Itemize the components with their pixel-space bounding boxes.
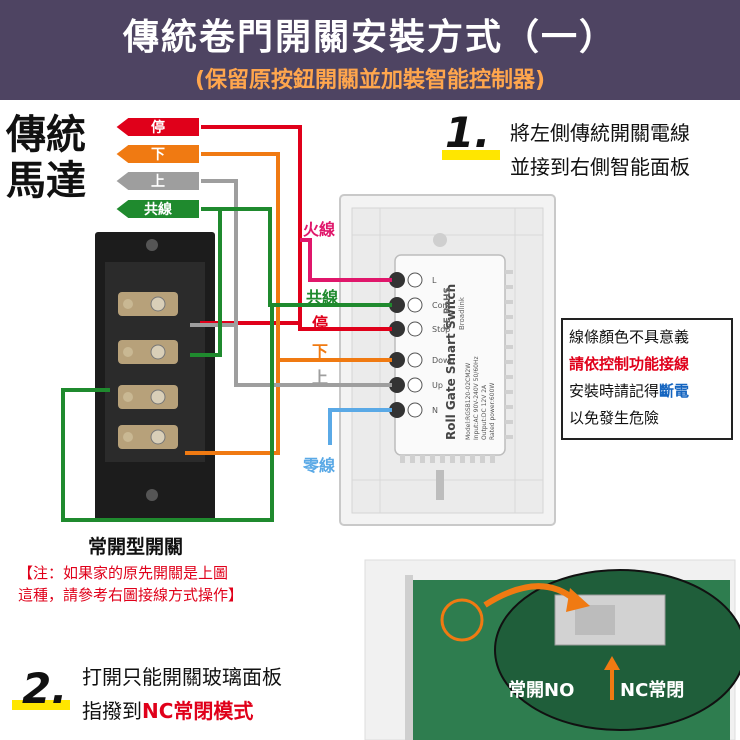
wire-tag-2: 上 <box>113 170 201 192</box>
warning-line3: 安裝時請記得斷電 <box>569 378 725 405</box>
step1-highlight <box>442 150 500 160</box>
motor-title: 傳統 馬達 <box>6 112 98 204</box>
wire-tag-arrow <box>113 170 201 192</box>
wire-tag-label: 下 <box>151 147 165 163</box>
note-line2: 這種，請參考右圖接線方式操作】 <box>18 586 244 604</box>
wire-tag-arrow <box>113 198 201 220</box>
label-up: 上 <box>312 368 329 387</box>
motor-title-line2: 馬達 <box>6 158 86 204</box>
module-input: Input:AC 90V-240V 50/60Hz <box>473 356 480 440</box>
switch-highlight-circle <box>440 598 484 642</box>
terminal-label: Up <box>432 381 443 390</box>
terminal-badge <box>407 402 423 418</box>
warning-line4: 以免發生危險 <box>569 409 660 427</box>
module-rated: Rated power:600W <box>489 383 496 440</box>
step2-number: 2. <box>22 664 68 713</box>
page-subtitle: (保留原按鈕開關並加裝智能控制器) <box>194 68 546 93</box>
terminal-label: Com <box>432 301 450 310</box>
terminal-screw-l <box>389 272 405 288</box>
pcb-label-no: 常開NO <box>508 680 575 701</box>
pcb-label-nc: NC常閉 <box>620 680 685 701</box>
zoom-arrow <box>483 583 577 608</box>
warning-line1: 線條顏色不具意義 <box>569 328 690 346</box>
terminal-screw-n <box>389 402 405 418</box>
switch-caption: 常開型開關 <box>88 536 184 558</box>
wire-tag-label: 上 <box>151 174 165 190</box>
wire-live <box>300 238 392 282</box>
traditional-switch <box>95 232 215 522</box>
step2-nc-mode: NC常閉模式 <box>142 699 254 723</box>
module-name: Roll Gate Smart Switch <box>444 284 458 440</box>
wire-up <box>195 179 392 387</box>
terminal-label: Down <box>432 356 455 365</box>
terminal-label: Stop <box>432 325 450 334</box>
terminal-badge <box>407 352 423 368</box>
wire-tag-arrow <box>113 116 201 138</box>
wire-stop <box>195 125 392 331</box>
label-down: 下 <box>312 342 329 361</box>
wire-tag-3: 共線 <box>113 198 201 220</box>
step1-line2: 並接到右側智能面板 <box>510 155 690 179</box>
step2-line2-text: 指撥到 <box>82 699 142 723</box>
step2-line2: 指撥到NC常閉模式 <box>82 694 282 728</box>
terminal-badge <box>407 297 423 313</box>
terminal-screw-com <box>389 297 405 313</box>
motor-title-line1: 傳統 <box>6 112 86 158</box>
warning-line3-text: 安裝時請記得 <box>569 382 660 400</box>
label-stop: 停 <box>312 314 329 333</box>
wire-tag-1: 下 <box>113 143 201 165</box>
module-output: Output:DC 12V 2A <box>481 384 488 440</box>
wires <box>61 125 392 522</box>
wire-tag-0: 停 <box>113 116 201 138</box>
warning-line2: 請依控制功能接線 <box>569 355 690 373</box>
module-brand: Broadlink <box>458 296 466 330</box>
terminal-screw-down <box>389 352 405 368</box>
terminal-label: L <box>432 276 437 285</box>
step1-line1: 將左側傳統開關電線 <box>510 121 690 145</box>
terminal-badge <box>407 272 423 288</box>
warning-box: 線條顏色不具意義 請依控制功能接線 安裝時請記得斷電 以免發生危險 <box>561 318 733 440</box>
wire-common <box>190 207 222 357</box>
pcb-photo <box>364 559 740 740</box>
step2-highlight <box>12 700 70 710</box>
step2-line1: 打開只能開關玻璃面板 <box>82 665 282 689</box>
terminal-screw-up <box>389 377 405 393</box>
step2-text: 打開只能開關玻璃面板 指撥到NC常閉模式 <box>82 660 282 728</box>
pcb-magnifier <box>494 569 740 731</box>
wire-tag-label: 共線 <box>144 201 172 218</box>
note-line1: 【注：如果家的原先開關是上圖 <box>18 564 229 582</box>
wire-tag-label: 停 <box>151 119 165 136</box>
label-live: 火線 <box>303 220 336 239</box>
wire-neutral <box>328 408 392 445</box>
terminal-badge <box>407 321 423 337</box>
terminal-badge <box>407 377 423 393</box>
step1-number: 1. <box>445 108 491 157</box>
wire-tag-arrow <box>113 143 201 165</box>
module-model: Model:RGSB120-02CM2W <box>465 363 472 440</box>
page-title: 傳統卷門開關安裝方式（一） <box>122 17 617 58</box>
switch-note: 【注：如果家的原先開關是上圖 這種，請參考右圖接線方式操作】 <box>18 562 243 606</box>
terminal-screw-stop <box>389 321 405 337</box>
header-banner: 傳統卷門開關安裝方式（一） (保留原按鈕開關並加裝智能控制器) <box>0 0 740 100</box>
terminal-label: N <box>432 406 438 415</box>
label-neutral: 零線 <box>303 456 336 475</box>
step1-text: 將左側傳統開關電線 並接到右側智能面板 <box>510 116 690 184</box>
warning-power-off: 斷電 <box>659 382 690 400</box>
label-common: 共線 <box>306 288 339 307</box>
wire-down <box>195 152 392 362</box>
module-cert: CE RoHS <box>443 287 453 330</box>
